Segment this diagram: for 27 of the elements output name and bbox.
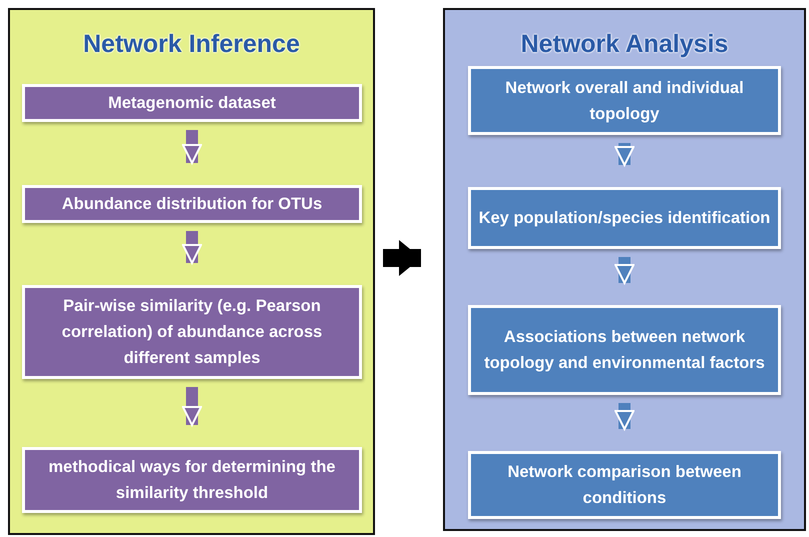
step-text: Abundance distribution for OTUs xyxy=(62,194,322,215)
process-box xyxy=(22,84,362,122)
step-text: methodical ways for determining the similarity threshold xyxy=(48,457,336,504)
step-text: Metagenomic dataset xyxy=(108,93,276,114)
process-box xyxy=(22,285,362,379)
process-box xyxy=(468,305,781,395)
step-text: Key population/species identification xyxy=(478,208,770,229)
process-box xyxy=(468,66,781,135)
process-box xyxy=(22,185,362,223)
panel-heading: Network Inference xyxy=(82,30,301,59)
block-arrow xyxy=(182,231,202,264)
block-arrow xyxy=(182,130,202,164)
process-box xyxy=(22,447,362,513)
block-arrow xyxy=(614,257,634,284)
step-text: Network comparison between conditions xyxy=(506,462,742,509)
step-text: Network overall and individual topology xyxy=(504,78,745,124)
step-text: Associations between network topology and environmental factors xyxy=(483,327,766,374)
panel-heading: Network Analysis xyxy=(520,30,730,59)
block-arrow xyxy=(383,240,421,276)
block-arrow xyxy=(614,143,634,166)
process-box xyxy=(468,187,781,249)
step-text: Pair-wise similarity (e.g. Pearson correlation) of abundance across different samples xyxy=(60,296,324,369)
block-arrow xyxy=(614,403,634,430)
block-arrow xyxy=(182,387,202,426)
process-box xyxy=(468,451,781,519)
panel-background xyxy=(443,8,806,531)
panel-background xyxy=(8,8,375,535)
